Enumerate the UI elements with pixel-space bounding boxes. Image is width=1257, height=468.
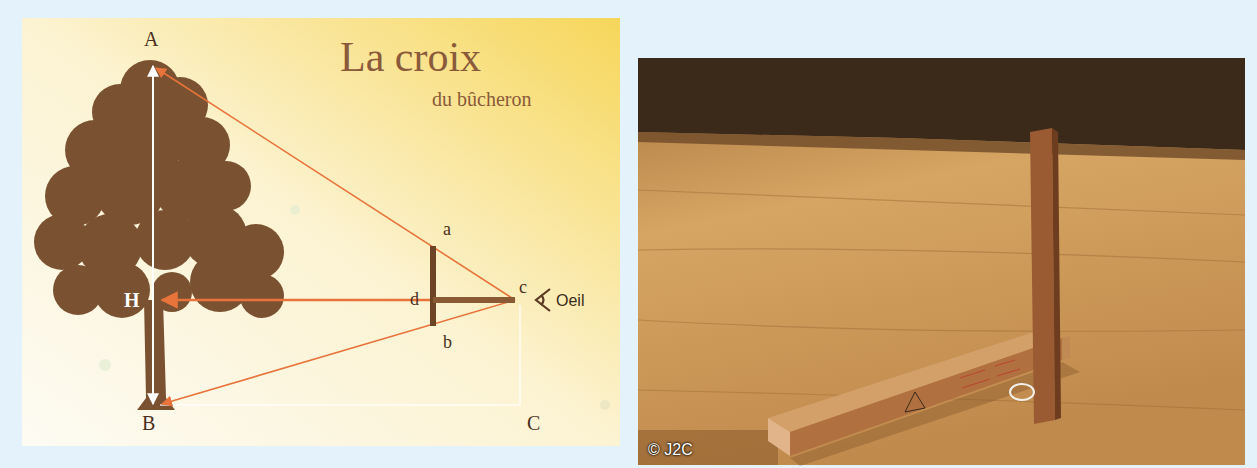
title: La croix [340, 34, 481, 80]
panel-background [22, 18, 620, 446]
point-label: B [142, 412, 155, 434]
point-label: a [443, 220, 451, 240]
photo [638, 58, 1245, 466]
table-surface [638, 58, 1245, 465]
cross-horizontal-bar [433, 297, 515, 303]
point-label: H [124, 289, 140, 311]
point-label: d [410, 290, 419, 310]
point-label: C [527, 412, 540, 434]
sight-line [162, 300, 515, 404]
wooden-cross [768, 128, 1070, 456]
eye-label: Oeil [556, 292, 584, 310]
left-panel [22, 18, 620, 446]
eye-symbol [536, 289, 550, 311]
copyright-watermark: © J2C [648, 441, 693, 459]
height-line [152, 66, 154, 404]
tree-silhouette [34, 60, 284, 410]
point-label: b [443, 333, 452, 353]
distance-line [162, 299, 430, 302]
subtitle: du bûcheron [432, 88, 531, 110]
reference-line [160, 305, 520, 405]
point-label: c [519, 278, 527, 298]
point-label: A [144, 28, 158, 50]
cross-vertical-bar [430, 246, 436, 326]
